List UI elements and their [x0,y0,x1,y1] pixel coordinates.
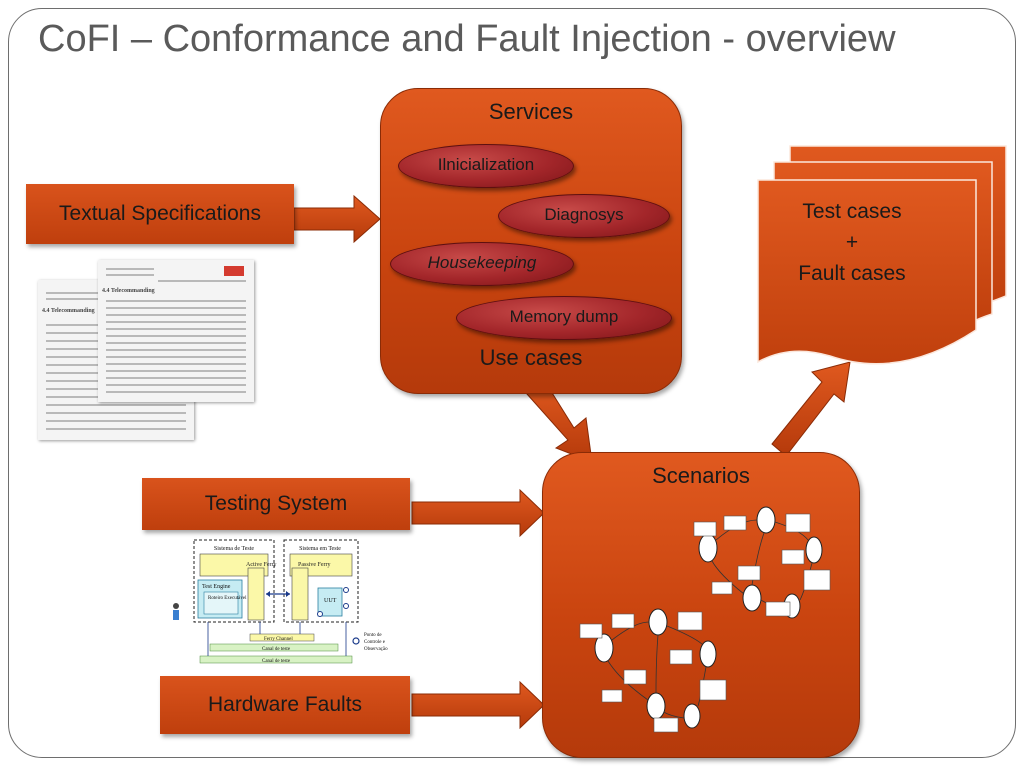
service-pill-diagnosys: Diagnosys [498,194,670,238]
state-label [723,515,747,531]
legend-line-3: Observação [364,647,388,652]
document-sheet-front [757,179,977,365]
services-header: Services [488,99,574,124]
label-test-engine: Test Engine [202,584,231,590]
logo-mark [224,266,244,276]
arrow-testing-to-scenarios [411,488,545,538]
state-label [611,613,635,629]
service-pill-initialization: Ilnicialization [398,144,574,188]
legend-line-1: Ponto de [364,633,382,638]
label-system-under-test: Sistema em Teste [299,546,341,552]
label-uut: UUT [324,598,337,604]
label-active-ferry: Active Ferry [246,562,277,568]
scenarios-box: Scenarios [542,452,860,758]
state-node [699,640,717,668]
state-label [579,623,603,639]
state-label [699,679,727,701]
arrow-spec-to-services [293,194,381,244]
slide-frame [8,8,1016,758]
output-test-cases: Test cases [802,200,902,223]
output-fault-cases: Fault cases [798,262,906,285]
state-label [785,513,811,533]
state-label [737,565,761,581]
state-label [693,521,717,537]
label-test-system: Sistema de Teste [214,546,254,552]
spec-heading-back: 4.4 Telecommanding [42,308,95,314]
services-box: Services Use cases [380,88,682,394]
label-ferry-channel: Ferry Channel [264,637,293,642]
state-label [601,689,623,703]
state-label [653,717,679,733]
label-executor: Roteiro Executável [208,596,247,601]
state-label [781,549,805,565]
user-figure-icon [173,603,179,609]
state-node [683,703,701,729]
spec-document-front: 4.4 Telecommanding [98,260,254,402]
state-label [623,669,647,685]
label-passive-ferry: Passive Ferry [298,562,331,568]
state-label [669,649,693,665]
spec-heading-front: 4.4 Telecommanding [102,288,155,294]
state-node [805,536,823,564]
state-label [677,611,703,631]
label-test-bus: Canal de teste [262,659,291,664]
state-label [765,601,791,617]
service-pill-housekeeping: Housekeeping [390,242,574,286]
output-plus: + [845,231,859,254]
arrow-scenarios-to-outputs [771,361,851,457]
state-label [803,569,831,591]
service-pill-memory-dump: Memory dump [456,296,672,340]
state-label [711,581,733,595]
testing-system-box: Testing System [142,478,410,530]
slide-title: CoFI – Conformance and Fault Injection -… [38,18,896,60]
observation-point-icon [352,637,360,645]
use-cases-footer: Use cases [479,345,583,370]
arrow-hardware-to-scenarios [411,680,545,730]
scenarios-header: Scenarios [652,463,750,488]
state-node [594,633,614,663]
label-test-channel: Canal de teste [262,647,291,652]
hardware-faults-box: Hardware Faults [160,676,410,734]
legend-line-2: Controle e [364,640,386,645]
textual-specifications-box: Textual Specifications [26,184,294,244]
outputs-text: Test cases + Fault cases [770,196,934,289]
